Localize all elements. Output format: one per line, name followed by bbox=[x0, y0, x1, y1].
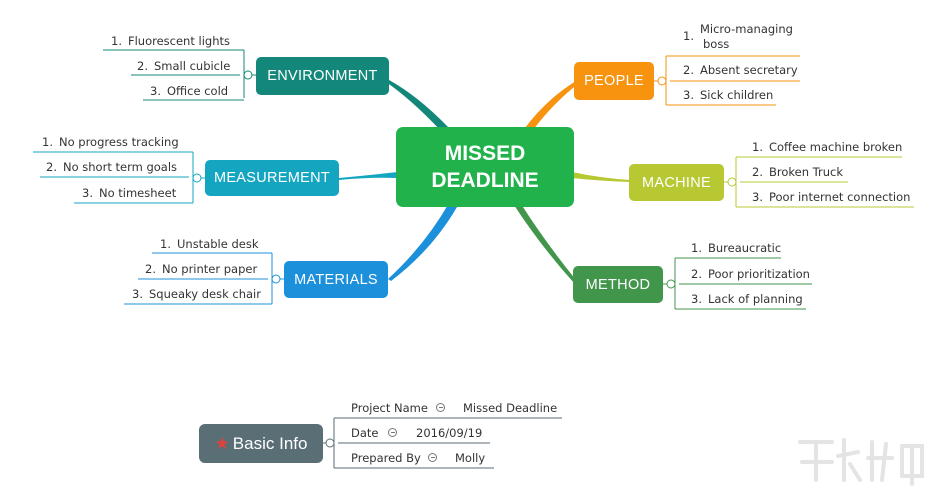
topic-measurement-label: MEASUREMENT bbox=[213, 170, 331, 186]
list-item[interactable]: 1. Coffee machine broken bbox=[752, 140, 902, 154]
info-key-prepared-by: Prepared By bbox=[351, 451, 421, 465]
collapse-toggle-environment bbox=[243, 70, 253, 80]
collapse-toggle-basic-info bbox=[325, 438, 335, 448]
topic-environment-label: ENVIRONMENT bbox=[267, 68, 378, 84]
item-number: 3. bbox=[132, 287, 143, 301]
item-number: 1. bbox=[42, 135, 53, 149]
central-topic-line2: DEADLINE bbox=[431, 169, 539, 192]
list-item[interactable]: 2. No short term goals bbox=[46, 160, 177, 174]
item-label: Fluorescent lights bbox=[127, 34, 230, 48]
list-item[interactable]: 2. Broken Truck bbox=[752, 165, 843, 179]
item-label: Poor prioritization bbox=[707, 267, 810, 281]
item-label: Sick children bbox=[699, 88, 774, 102]
collapse-icon[interactable] bbox=[388, 428, 397, 437]
info-value-project-name[interactable]: Missed Deadline bbox=[463, 401, 558, 415]
item-number: 3. bbox=[683, 88, 694, 102]
topic-materials-label: MATERIALS bbox=[294, 271, 378, 288]
list-item[interactable]: 2. Small cubicle bbox=[137, 59, 230, 73]
basic-info-label: Basic Info bbox=[232, 433, 308, 453]
list-item[interactable]: 1. Unstable desk bbox=[160, 237, 259, 251]
item-number: 3. bbox=[691, 292, 702, 306]
item-number: 2. bbox=[752, 165, 763, 179]
list-item[interactable]: 3. Sick children bbox=[683, 88, 773, 102]
info-value-prepared-by[interactable]: Molly bbox=[455, 451, 486, 465]
central-topic-line1: MISSED bbox=[444, 142, 526, 165]
topic-machine[interactable]: MACHINE bbox=[629, 164, 724, 201]
branch-people bbox=[522, 81, 578, 134]
item-number: 3. bbox=[752, 190, 763, 204]
item-label: Lack of planning bbox=[707, 292, 803, 306]
collapse-icon[interactable] bbox=[428, 453, 437, 462]
item-number: 2. bbox=[46, 160, 57, 174]
item-number: 1. bbox=[752, 140, 763, 154]
item-label: No printer paper bbox=[161, 262, 258, 276]
item-number: 1. bbox=[691, 241, 702, 255]
item-label: No progress tracking bbox=[58, 135, 179, 149]
star-icon: ★ bbox=[214, 433, 230, 453]
list-item[interactable]: 1. Fluorescent lights bbox=[111, 34, 230, 48]
list-item[interactable]: 2. Poor prioritization bbox=[691, 267, 810, 281]
item-label: Broken Truck bbox=[768, 165, 843, 179]
item-number: 2. bbox=[683, 63, 694, 77]
item-number: 3. bbox=[150, 84, 161, 98]
item-number: 2. bbox=[137, 59, 148, 73]
topic-environment[interactable]: ENVIRONMENT bbox=[256, 57, 389, 95]
list-item[interactable]: 1. No progress tracking bbox=[42, 135, 179, 149]
item-number: 2. bbox=[145, 262, 156, 276]
item-number: 2. bbox=[691, 267, 702, 281]
collapse-toggle-measurement bbox=[192, 173, 202, 183]
collapse-toggle-materials bbox=[271, 274, 281, 284]
branch-materials bbox=[388, 203, 457, 281]
central-topic[interactable]: MISSED DEADLINE bbox=[396, 127, 574, 207]
item-label: Bureaucratic bbox=[707, 241, 782, 255]
branch-environment bbox=[386, 80, 448, 132]
item-label: Unstable desk bbox=[176, 237, 259, 251]
topic-people-label: PEOPLE bbox=[584, 73, 644, 89]
item-number: 1. bbox=[160, 237, 171, 251]
watermark-logo bbox=[798, 438, 924, 486]
topic-materials[interactable]: MATERIALS bbox=[284, 261, 388, 298]
item-label: Absent secretary bbox=[699, 63, 798, 77]
branch-measurement bbox=[339, 172, 398, 180]
info-value-date[interactable]: 2016/09/19 bbox=[416, 426, 483, 440]
item-label-cont: boss bbox=[702, 37, 730, 51]
list-item[interactable]: 3. No timesheet bbox=[82, 186, 176, 200]
collapse-icon[interactable] bbox=[436, 403, 445, 412]
branch-method bbox=[514, 204, 576, 283]
collapse-toggle-method bbox=[666, 279, 676, 289]
info-key-project-name: Project Name bbox=[351, 401, 428, 415]
basic-info-topic[interactable]: ★ Basic Info bbox=[199, 424, 323, 463]
topic-machine-label: MACHINE bbox=[642, 174, 711, 191]
topic-method[interactable]: METHOD bbox=[573, 266, 663, 303]
topic-method-label: METHOD bbox=[585, 276, 651, 293]
item-label: No timesheet bbox=[98, 186, 177, 200]
topic-people[interactable]: PEOPLE bbox=[574, 62, 654, 100]
list-item[interactable]: 3. Lack of planning bbox=[691, 292, 803, 306]
list-item[interactable]: 3. Poor internet connection bbox=[752, 190, 910, 204]
list-item[interactable]: 1. Bureaucratic bbox=[691, 241, 781, 255]
collapse-toggle-machine bbox=[727, 177, 737, 187]
item-label: No short term goals bbox=[62, 160, 178, 174]
item-number: 1. bbox=[111, 34, 122, 48]
collapse-toggle-people bbox=[657, 76, 667, 86]
list-item[interactable]: 3. Squeaky desk chair bbox=[132, 287, 261, 301]
item-label: Poor internet connection bbox=[768, 190, 911, 204]
item-number: 3. bbox=[82, 186, 93, 200]
item-label: Micro-managing bbox=[699, 22, 793, 36]
branch-machine bbox=[572, 172, 630, 182]
list-item[interactable]: 2. Absent secretary bbox=[683, 63, 798, 77]
list-item[interactable]: 2. No printer paper bbox=[145, 262, 257, 276]
item-label: Office cold bbox=[166, 84, 229, 98]
list-item[interactable]: 3. Office cold bbox=[150, 84, 228, 98]
item-label: Small cubicle bbox=[153, 59, 231, 73]
info-key-date: Date bbox=[351, 426, 379, 440]
topic-measurement[interactable]: MEASUREMENT bbox=[205, 160, 339, 196]
item-number: 1. bbox=[683, 29, 694, 43]
item-label: Squeaky desk chair bbox=[148, 287, 261, 301]
item-label: Coffee machine broken bbox=[768, 140, 903, 154]
